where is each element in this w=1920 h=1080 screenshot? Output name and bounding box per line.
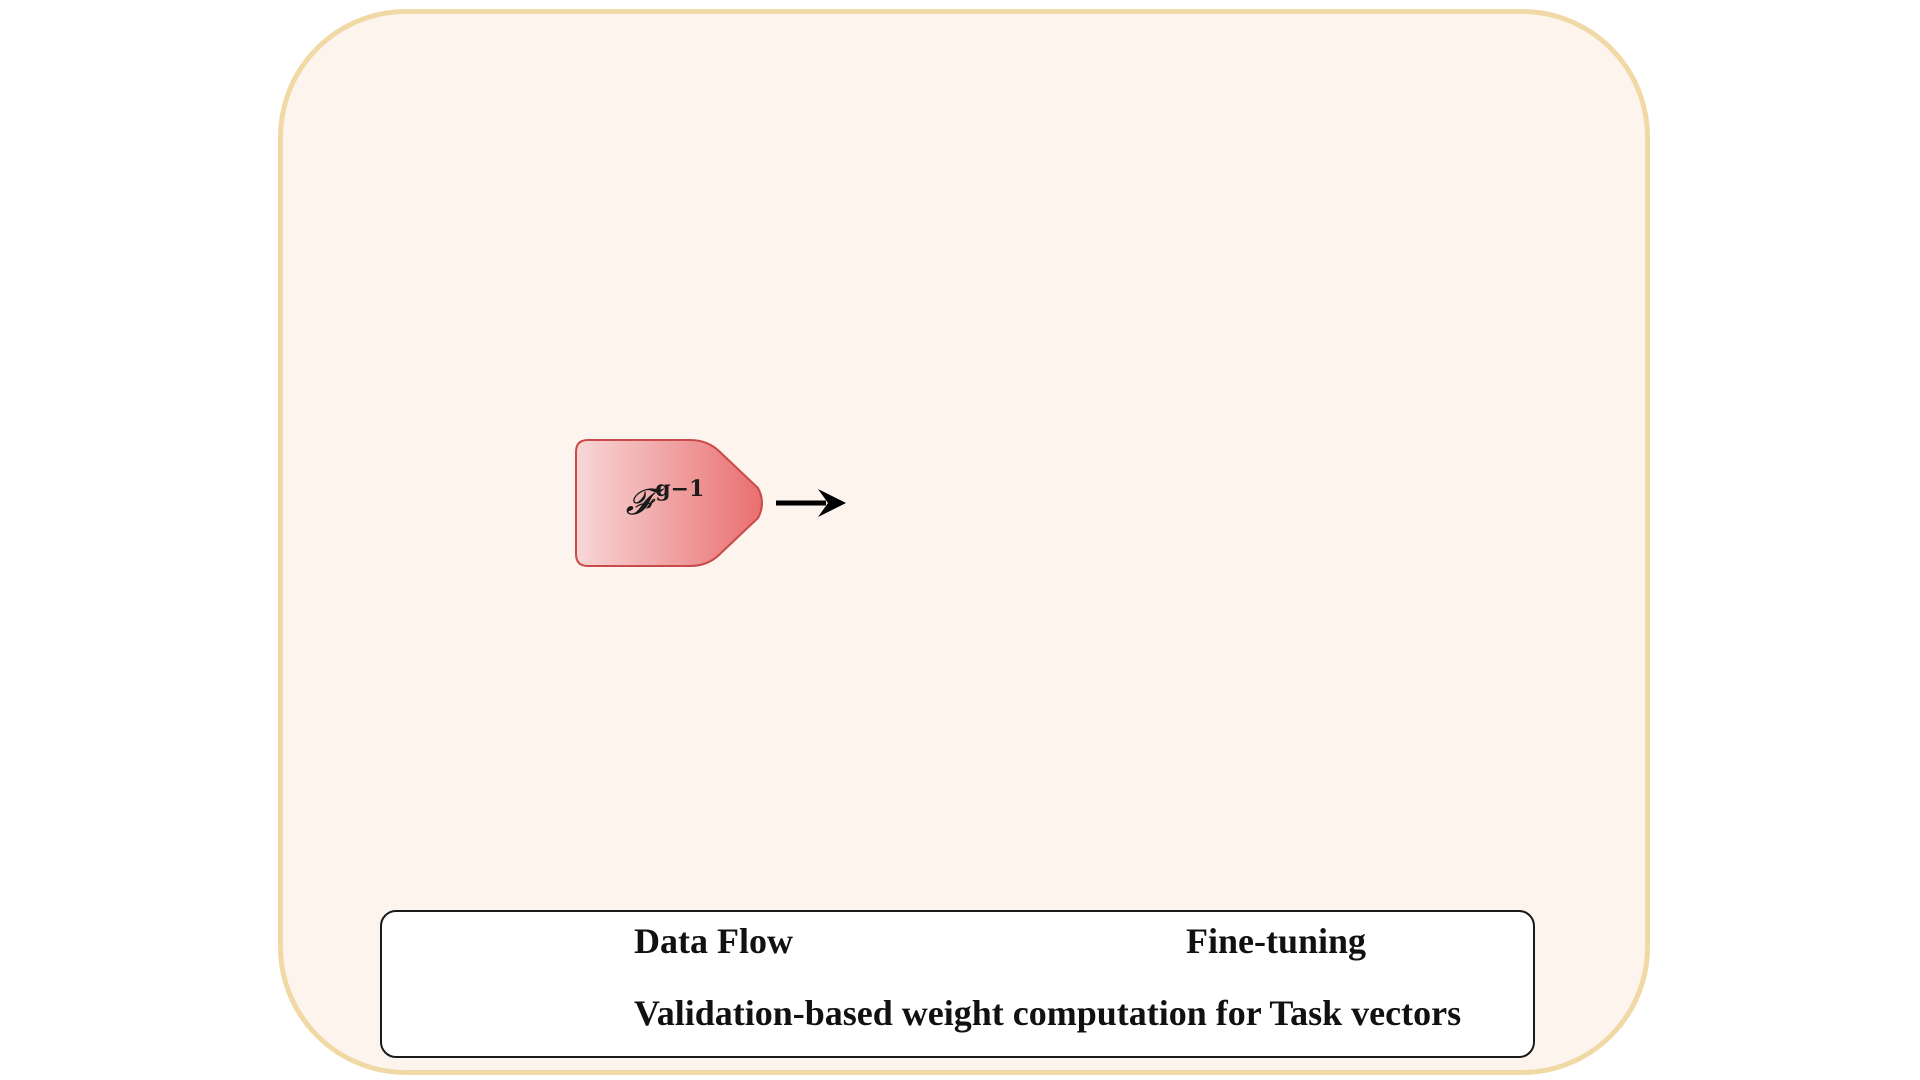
model-superscript: g−1 bbox=[655, 476, 705, 502]
diagram-panel bbox=[278, 9, 1650, 1075]
legend-label-validation: Validation-based weight computation for … bbox=[634, 993, 1462, 1033]
legend-box bbox=[380, 910, 1535, 1058]
model-symbol: 𝓕 bbox=[625, 482, 653, 523]
legend-label-data-flow: Data Flow bbox=[634, 921, 793, 961]
legend-label-fine-tuning: Fine-tuning bbox=[1186, 921, 1367, 961]
